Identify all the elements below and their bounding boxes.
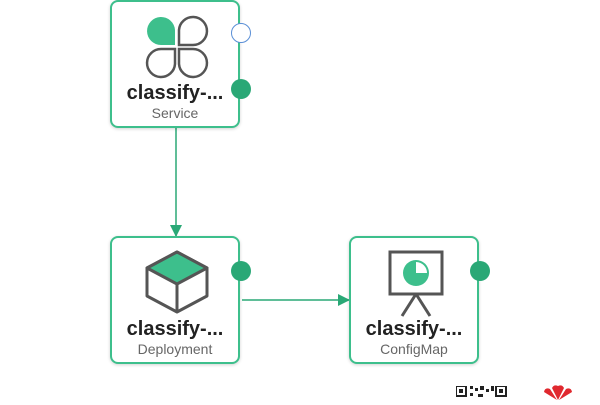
deployment-kind: Deployment	[137, 341, 213, 357]
configmap-kind: ConfigMap	[380, 341, 448, 357]
presentation-chart-icon	[376, 246, 456, 318]
cube-icon	[137, 246, 217, 318]
service-node[interactable]: classify-... Service	[110, 0, 240, 128]
service-output-port[interactable]	[231, 79, 251, 99]
service-kind: Service	[151, 105, 199, 121]
service-input-port[interactable]	[231, 23, 251, 43]
clover-icon	[137, 10, 217, 82]
deployment-output-port[interactable]	[231, 261, 251, 281]
brand-logo-icon	[540, 384, 576, 405]
service-name: classify-...	[126, 82, 224, 104]
deployment-name: classify-...	[126, 318, 224, 340]
qr-code-icon	[455, 385, 512, 405]
configmap-node[interactable]: classify-... ConfigMap	[349, 236, 479, 364]
configmap-name: classify-...	[365, 318, 463, 340]
configmap-output-port[interactable]	[470, 261, 490, 281]
deployment-node[interactable]: classify-... Deployment	[110, 236, 240, 364]
